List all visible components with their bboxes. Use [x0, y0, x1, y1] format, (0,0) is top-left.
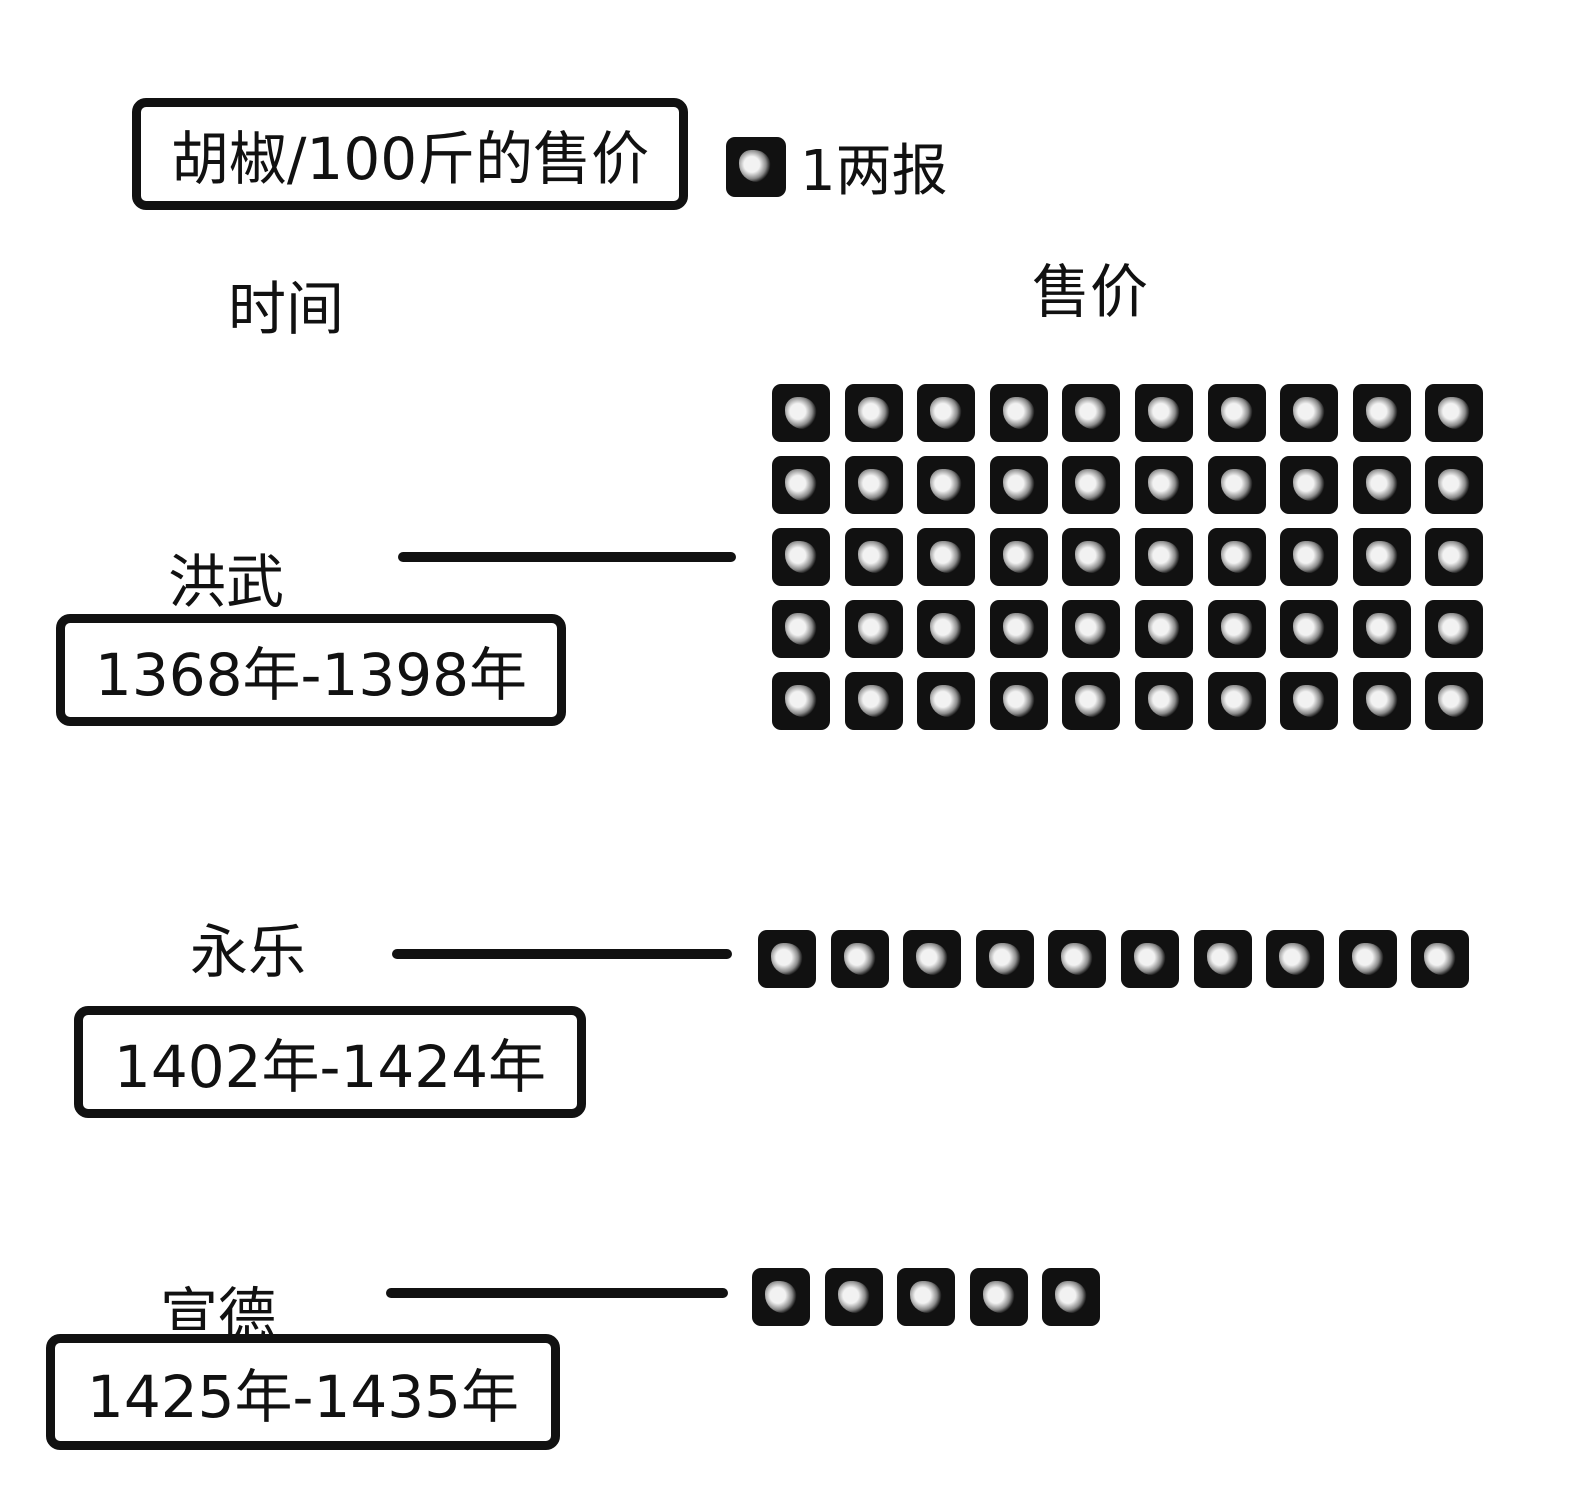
- coin-icon: [752, 1268, 810, 1326]
- legend: 1两报: [726, 126, 948, 207]
- coin-icon: [726, 136, 786, 197]
- coin-icon: [1135, 456, 1193, 514]
- coin-icon: [1135, 600, 1193, 658]
- coin-icon: [975, 930, 1034, 988]
- coin-icon: [772, 456, 830, 514]
- era-range-yongle: 1402年-1424年: [74, 1006, 586, 1118]
- coin-icon: [1425, 528, 1484, 586]
- coin-icon: [1338, 930, 1397, 988]
- coin-icon: [1280, 456, 1339, 514]
- coin-icon: [1193, 930, 1252, 988]
- coin-icon: [903, 930, 962, 988]
- coin-icon: [1121, 930, 1179, 988]
- era-name-hongwu: 洪武: [168, 548, 285, 616]
- coin-icon: [772, 528, 830, 586]
- coin-icon: [917, 600, 976, 658]
- coin-icon: [989, 528, 1048, 586]
- coin-icon: [1062, 672, 1121, 730]
- era-name-yongle: 永乐: [190, 918, 307, 986]
- connector-line: [398, 552, 736, 562]
- coin-icon: [1207, 456, 1266, 514]
- coin-icon: [1135, 672, 1193, 730]
- connector-line: [392, 949, 732, 959]
- era-range-text: 1425年-1435年: [86, 1363, 520, 1431]
- coin-icon: [1352, 528, 1411, 586]
- coin-icon: [772, 672, 830, 730]
- coin-icon: [1207, 600, 1266, 658]
- coin-icon: [989, 456, 1048, 514]
- coin-icon: [917, 672, 976, 730]
- coin-icon: [830, 930, 889, 988]
- coin-icon: [1062, 456, 1121, 514]
- era-range-text: 1402年-1424年: [113, 1033, 547, 1101]
- coin-icon: [1048, 930, 1107, 988]
- coin-icon: [1352, 384, 1411, 442]
- coin-icon: [1425, 600, 1484, 658]
- connector-line: [386, 1288, 728, 1298]
- coin-icon: [1280, 672, 1339, 730]
- coin-icon: [1425, 384, 1484, 442]
- coin-icon: [844, 600, 903, 658]
- coin-icon: [844, 672, 903, 730]
- coin-icon: [1266, 930, 1325, 988]
- chart-title: 胡椒/100斤的售价: [132, 98, 688, 210]
- coin-icon: [897, 1268, 956, 1326]
- coin-icon: [1352, 600, 1411, 658]
- coin-icon: [989, 672, 1048, 730]
- coin-icon: [1425, 456, 1484, 514]
- chart-title-text: 胡椒/100斤的售价: [170, 125, 650, 193]
- coin-icon: [844, 528, 903, 586]
- coin-icon: [1042, 1268, 1101, 1326]
- coin-icon: [1207, 672, 1266, 730]
- coin-icon: [1062, 528, 1121, 586]
- coin-icon: [1135, 384, 1193, 442]
- era-range-hongwu: 1368年-1398年: [56, 614, 566, 726]
- coin-icon: [1411, 930, 1470, 988]
- coin-icon: [1280, 528, 1339, 586]
- coin-icon: [989, 384, 1048, 442]
- coin-icon: [917, 528, 976, 586]
- coin-icon: [1280, 600, 1339, 658]
- coin-icon: [1425, 672, 1484, 730]
- coin-icon: [844, 384, 903, 442]
- coin-icon: [1280, 384, 1339, 442]
- coin-icon: [772, 384, 830, 442]
- coin-icon: [917, 384, 976, 442]
- coin-icon: [989, 600, 1048, 658]
- legend-label: 1两报: [800, 139, 948, 204]
- coin-icon: [772, 600, 830, 658]
- era-range-text: 1368年-1398年: [94, 641, 528, 709]
- y-axis-label: 售价: [1032, 258, 1149, 326]
- coin-icon: [1352, 456, 1411, 514]
- coin-icon: [1062, 600, 1121, 658]
- coin-icon: [1352, 672, 1411, 730]
- era-range-xuande: 1425年-1435年: [46, 1334, 560, 1450]
- x-axis-label: 时间: [228, 275, 345, 343]
- coin-icon: [1207, 528, 1266, 586]
- coin-icon: [1135, 528, 1193, 586]
- coin-icon: [758, 930, 816, 988]
- coin-icon: [969, 1268, 1028, 1326]
- coin-icon: [1062, 384, 1121, 442]
- coin-icon: [1207, 384, 1266, 442]
- coin-icon: [917, 456, 976, 514]
- coin-icon: [824, 1268, 883, 1326]
- coin-icon: [844, 456, 903, 514]
